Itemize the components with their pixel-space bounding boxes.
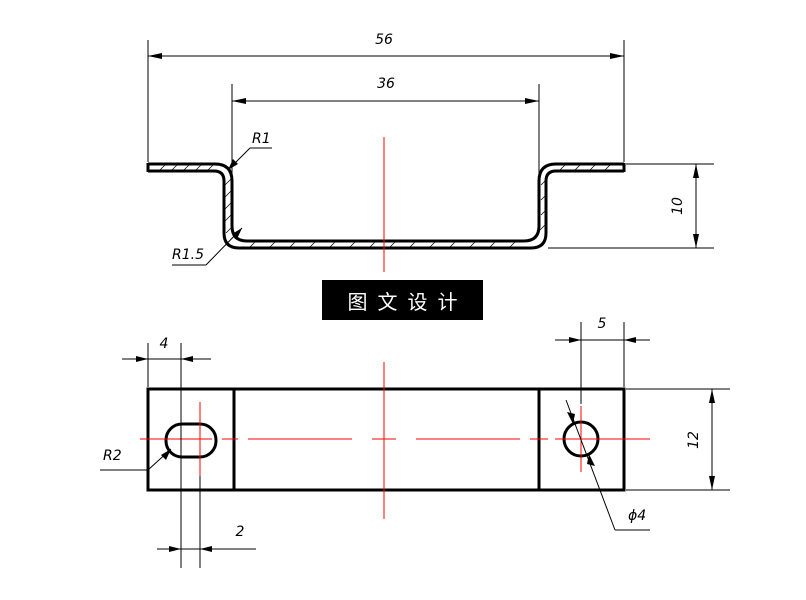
dim-height: 10 [548,163,714,249]
dim-overall-width: 56 [147,32,625,162]
front-view: 56 36 10 R1 [146,32,714,272]
dim-depth: 12 [626,388,730,491]
section-hatching [159,163,612,248]
dim-slot-width-label: 2 [236,524,245,540]
bracket-profile-outer [148,162,624,243]
dim-inner-radius-label: R1 [252,131,271,147]
dim-hole-diameter: ϕ4 [565,399,650,531]
bracket-profile-inner [148,169,624,250]
top-view: 4 5 12 R2 [100,316,730,568]
dim-hole-offset: 5 [555,316,650,404]
title-banner: 图文设计 [322,280,483,320]
dim-outer-radius-label: R1.5 [172,247,204,263]
dim-slot-offset-label: 4 [160,336,169,352]
dim-slot-radius-label: R2 [103,448,122,464]
dim-hole-offset-label: 5 [598,316,607,332]
left-slot [164,422,218,459]
dim-overall-width-label: 56 [375,32,393,48]
dim-slot-offset: 4 [122,336,211,568]
dim-depth-label: 12 [686,431,702,449]
dim-slot-radius: R2 [100,448,172,471]
dim-inner-width: 36 [231,76,540,178]
dim-outer-radius: R1.5 [172,227,243,266]
dim-slot-width: 2 [157,476,256,568]
dim-inner-width-label: 36 [377,76,395,92]
dim-hole-diameter-label: ϕ4 [628,508,646,524]
dim-inner-radius: R1 [227,131,272,171]
dim-height-label: 10 [670,197,686,215]
